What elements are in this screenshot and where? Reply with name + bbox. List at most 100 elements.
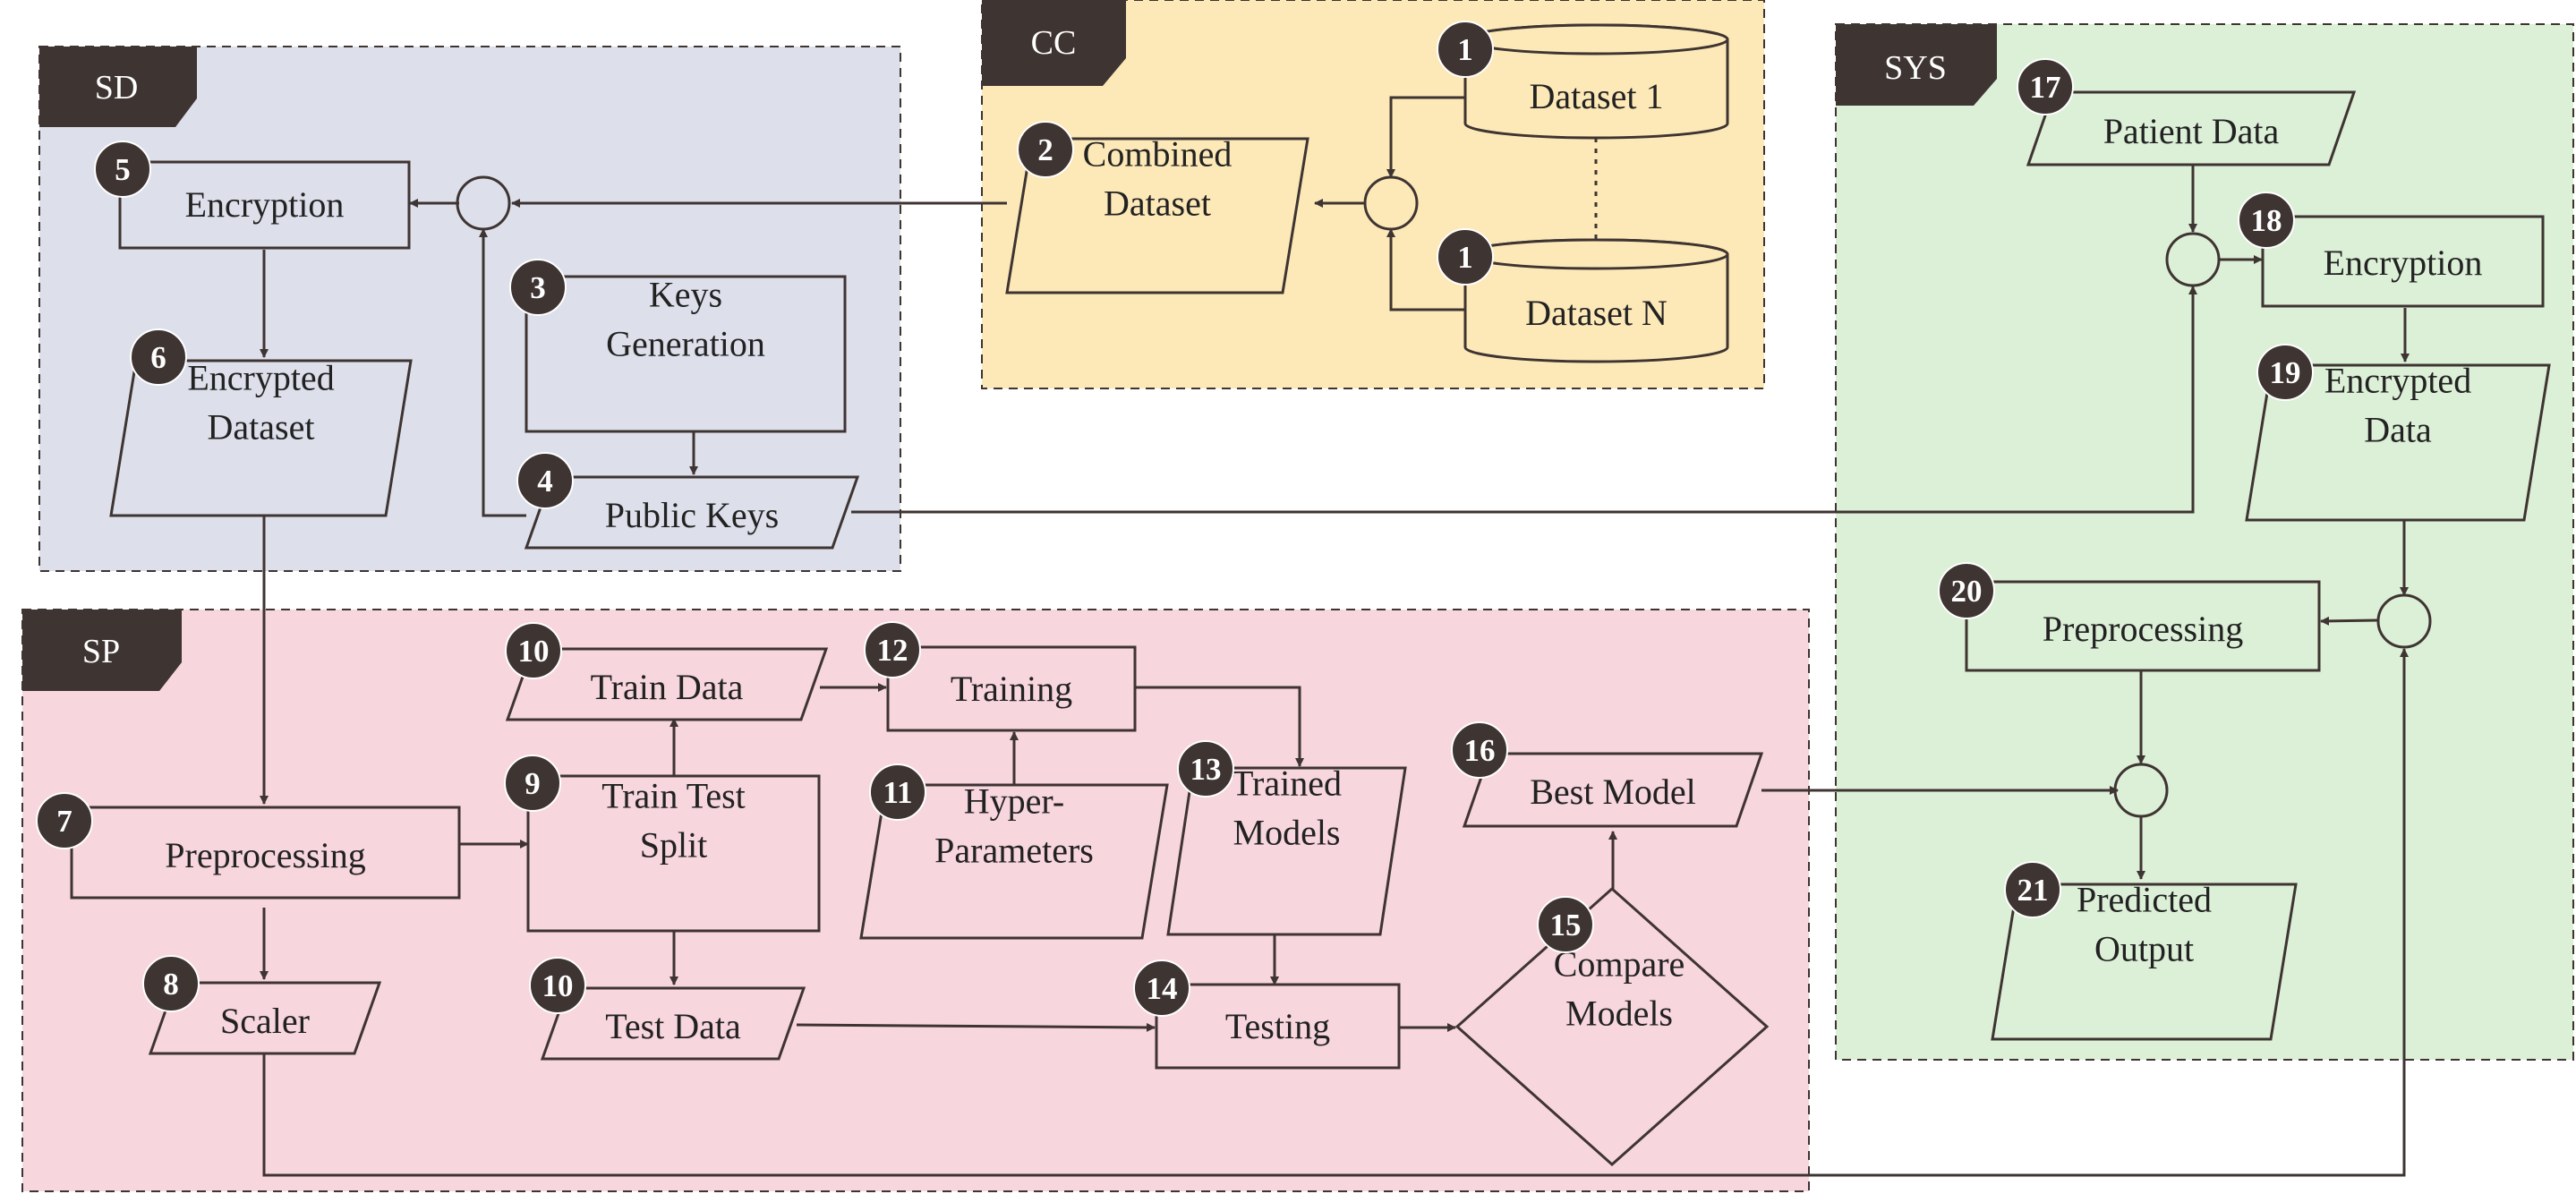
step-number-badge: 1 [1437, 228, 1494, 286]
step-number-badge: 21 [2004, 861, 2061, 918]
node-preprocessing-sp: Preprocessing 7 [36, 792, 461, 900]
step-number: 21 [2017, 873, 2049, 908]
step-number: 5 [115, 152, 131, 187]
node-label: Models [1233, 813, 1341, 853]
step-number: 10 [518, 634, 550, 669]
step-number: 15 [1550, 908, 1582, 942]
step-number: 4 [537, 464, 553, 499]
node-dataset-n: Dataset N 1 [1437, 228, 1729, 363]
node-label: Parameters [934, 831, 1094, 871]
node-label: Best Model [1530, 772, 1696, 812]
zone-cc-label: CC [1031, 24, 1077, 62]
node-label: Train Test [601, 776, 746, 816]
node-label: Encrypted [187, 358, 334, 398]
node-shape [505, 647, 829, 721]
step-number: 9 [525, 766, 541, 801]
node-label: Data [2364, 410, 2432, 450]
step-number: 20 [1951, 574, 1983, 609]
step-number-badge: 14 [1133, 959, 1190, 1017]
node-scaler: Scaler 8 [142, 955, 382, 1055]
junction-sys-encrypted [2376, 593, 2432, 649]
step-number-badge: 10 [505, 622, 562, 679]
step-number: 8 [163, 967, 179, 1002]
step-number: 1 [1457, 32, 1473, 67]
node-label: Encryption [185, 184, 345, 225]
step-number-badge: 12 [864, 621, 921, 678]
node-encryption-sd: Encryption 5 [94, 141, 411, 250]
node-training: Training 12 [864, 621, 1137, 732]
node-label: Encrypted [2324, 361, 2471, 401]
node-shape [524, 475, 860, 550]
node-label: Trained [1232, 763, 1342, 804]
step-number-badge: 16 [1451, 721, 1508, 779]
node-label: Combined [1083, 134, 1233, 175]
step-number-badge: 20 [1938, 562, 1995, 619]
step-number-badge: 11 [869, 763, 926, 821]
node-shape [859, 783, 1169, 940]
node-label: Output [2094, 929, 2194, 969]
step-number: 7 [56, 804, 73, 839]
node-shape [1454, 886, 1770, 1167]
node-label: Dataset [1104, 183, 1211, 224]
node-label: Encryption [2324, 243, 2483, 283]
step-number-badge: 7 [36, 792, 93, 849]
node-public-keys: Public Keys 4 [516, 452, 860, 550]
node-train-data: Train Data 10 [505, 622, 829, 721]
step-number: 2 [1037, 132, 1053, 167]
step-number-badge: 13 [1177, 740, 1234, 797]
step-number-badge: 2 [1017, 121, 1074, 178]
step-number-badge: 5 [94, 141, 151, 198]
node-label: Dataset [208, 407, 315, 448]
step-number-badge: 9 [504, 755, 561, 812]
node-label: Dataset N [1525, 293, 1668, 333]
step-number: 6 [150, 340, 166, 375]
node-shape [148, 981, 382, 1055]
node-shape [1005, 137, 1309, 294]
node-label: Scaler [220, 1001, 310, 1041]
node-label: Train Data [591, 667, 744, 707]
node-encryption-sys: Encryption 18 [2238, 192, 2545, 308]
node-dataset-1: Dataset 1 1 [1437, 21, 1729, 140]
node-shape [1463, 238, 1729, 363]
step-number: 14 [1147, 971, 1178, 1006]
node-label: Training [951, 669, 1072, 709]
node-shape [526, 774, 821, 933]
node-label: Predicted [2077, 880, 2212, 920]
node-label: Testing [1225, 1006, 1330, 1046]
step-number: 10 [542, 968, 574, 1003]
junction-cc [1363, 175, 1419, 231]
node-label: Public Keys [605, 495, 779, 535]
zone-sys: SYS [1835, 23, 2574, 1061]
node-shape [70, 806, 461, 900]
step-number-badge: 6 [130, 328, 187, 386]
node-label: Split [640, 825, 708, 866]
step-number-badge: 3 [509, 259, 567, 316]
zone-sys-label: SYS [1884, 49, 1947, 87]
step-number: 3 [530, 270, 546, 305]
zone-sd-label: SD [95, 69, 139, 107]
step-number: 16 [1464, 733, 1496, 768]
node-label: Dataset 1 [1530, 76, 1664, 116]
node-shape [1462, 752, 1764, 828]
step-number-badge: 18 [2238, 192, 2295, 249]
step-number: 11 [883, 775, 912, 810]
junction-sys-input [2165, 232, 2221, 287]
connector-lines [260, 96, 2410, 1177]
step-number-badge: 15 [1537, 896, 1594, 953]
node-shape [540, 986, 806, 1061]
node-shape [2261, 215, 2545, 308]
node-label: Preprocessing [165, 835, 365, 875]
node-shape [109, 359, 413, 517]
node-label: Patient Data [2103, 111, 2280, 151]
junction-sd [456, 175, 511, 231]
